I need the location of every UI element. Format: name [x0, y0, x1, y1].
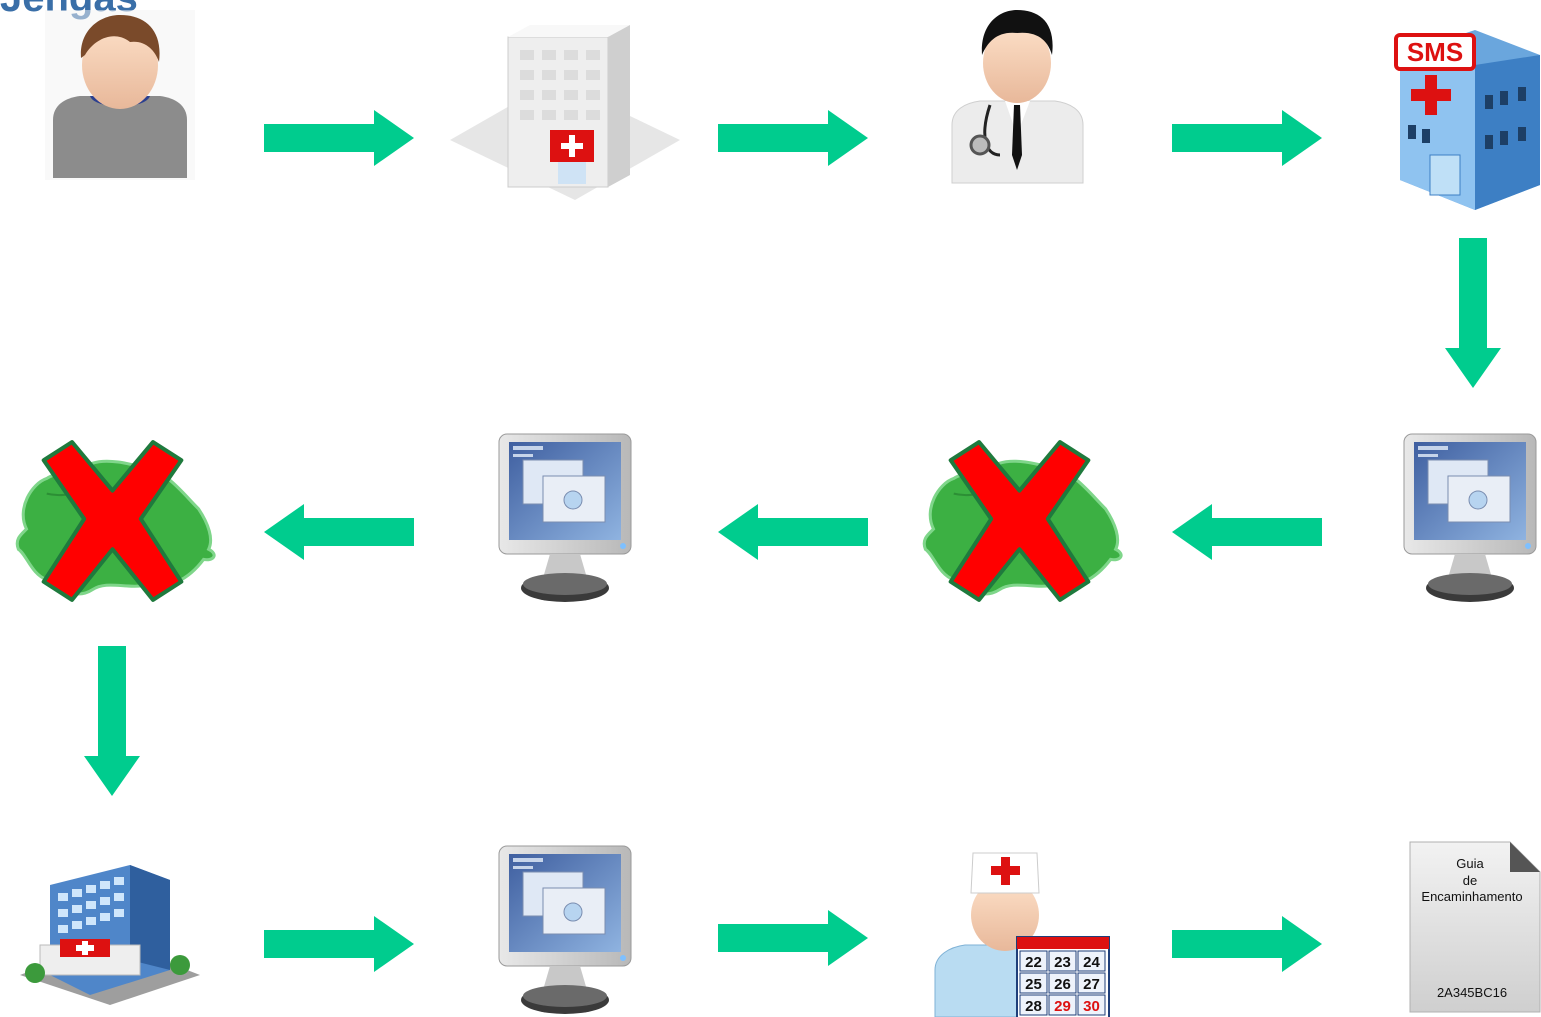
calendar-cell [1019, 950, 1048, 972]
computer-monitor-icon [498, 433, 632, 603]
calendar-cell [1077, 950, 1106, 972]
health-unit-icon [450, 25, 680, 200]
calendar-cell [1048, 994, 1077, 1016]
calendar-cell [1048, 972, 1077, 994]
flow-arrow-right [1172, 110, 1322, 166]
flow-arrow-right [264, 916, 414, 972]
referral-document-icon: Guia de Encaminhamento 2A345BC16 [1409, 841, 1541, 1013]
sms-sign-text: SMS [1407, 37, 1463, 67]
flow-arrow-right [1172, 916, 1322, 972]
flow-arrow-left [1172, 504, 1322, 560]
hospital-building-icon [20, 865, 200, 1005]
flow-arrow-left [264, 504, 414, 560]
document-code: 2A345BC16 [1437, 985, 1507, 1000]
flow-arrow-down [84, 646, 140, 796]
flow-arrow-left [718, 504, 868, 560]
calendar-cell [1077, 994, 1106, 1016]
flow-arrow-right [718, 910, 868, 966]
computer-monitor-icon [498, 845, 632, 1015]
state-map-rejected-icon [924, 442, 1121, 600]
calendar-cell [1019, 972, 1048, 994]
flow-arrow-down [1445, 238, 1501, 388]
calendar-cell [1077, 972, 1106, 994]
flow-arrow-right [718, 110, 868, 166]
calendar-cell [1048, 950, 1077, 972]
document-line-2: de [1463, 873, 1477, 888]
sms-building-icon: SMS [1394, 30, 1540, 210]
calendar-day: 26 [1054, 976, 1071, 993]
computer-monitor-icon [1403, 433, 1537, 603]
nurse-scheduler-icon: 22 23 24 25 26 27 28 29 30 [934, 852, 1110, 1017]
calendar-day: 22 [1025, 954, 1042, 971]
patient-icon [45, 10, 195, 180]
calendar-day: 29 [1054, 998, 1071, 1015]
calendar-day: 30 [1083, 998, 1100, 1015]
state-map-rejected-icon [17, 442, 214, 600]
calendar-day: 24 [1083, 954, 1100, 971]
calendar-day: 28 [1025, 998, 1042, 1015]
document-line-3: Encaminhamento [1421, 889, 1522, 904]
calendar-day: 23 [1054, 954, 1071, 971]
doctor-icon [951, 10, 1084, 184]
document-line-1: Guia [1456, 856, 1484, 871]
flow-arrow-right [264, 110, 414, 166]
calendar-day: 25 [1025, 976, 1042, 993]
calendar-cell [1019, 994, 1048, 1016]
calendar-day: 27 [1083, 976, 1100, 993]
